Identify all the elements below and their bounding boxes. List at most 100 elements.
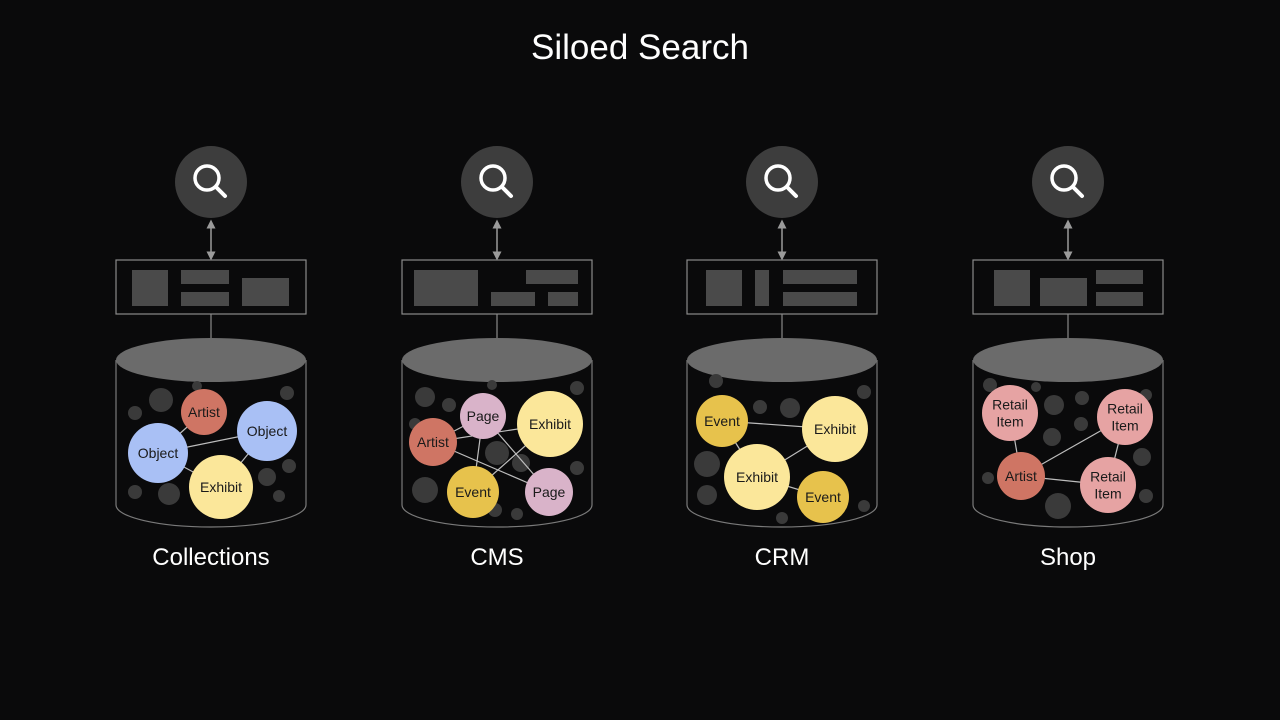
entity-node-label: Item: [1094, 486, 1121, 502]
entity-node-label: Event: [455, 484, 491, 500]
entity-node-circle: [409, 418, 457, 466]
entity-node-circle: [517, 391, 583, 457]
wireframe-block: [755, 270, 769, 306]
entity-node-artist: Artist: [997, 452, 1045, 500]
record-bubble: [1074, 417, 1088, 431]
entity-node-circle: [237, 401, 297, 461]
entity-node-label: Object: [247, 423, 288, 439]
entity-node-page: Page: [460, 393, 506, 439]
record-bubble: [273, 490, 285, 502]
entity-node-circle: [1080, 457, 1136, 513]
entity-node-artist: Artist: [181, 389, 227, 435]
wireframe-block: [783, 270, 857, 284]
wireframe-block: [783, 292, 857, 306]
results-wireframe: [972, 259, 1164, 315]
search-button[interactable]: [746, 146, 818, 218]
record-bubble: [512, 454, 530, 472]
wireframe-block: [994, 270, 1030, 306]
entity-node-circle: [460, 393, 506, 439]
entity-node-label: Exhibit: [200, 479, 242, 495]
record-bubble: [709, 374, 723, 388]
entity-node-page: Page: [525, 468, 573, 516]
results-wireframe: [401, 259, 593, 315]
search-icon: [479, 164, 513, 198]
entity-node-exhibit: Exhibit: [189, 455, 253, 519]
entity-node-circle: [189, 455, 253, 519]
entity-node-circle: [181, 389, 227, 435]
search-button[interactable]: [1032, 146, 1104, 218]
search-button-circle: [1032, 146, 1104, 218]
database-top: [973, 338, 1163, 382]
record-bubble: [442, 398, 456, 412]
wireframe-block: [491, 292, 535, 306]
entity-node-label: Artist: [188, 404, 220, 420]
wireframe-block: [181, 270, 229, 284]
entity-node-label: Item: [996, 414, 1023, 430]
wireframe-block: [414, 270, 478, 306]
record-bubble: [128, 485, 142, 499]
entity-node-label: Exhibit: [736, 469, 778, 485]
entity-node-label: Retail: [992, 397, 1028, 413]
record-bubble: [570, 381, 584, 395]
record-bubble: [149, 388, 173, 412]
silo-label: Collections: [152, 544, 269, 571]
search-button[interactable]: [175, 146, 247, 218]
slide-title: Siloed Search: [531, 28, 749, 67]
record-bubble: [282, 459, 296, 473]
wireframe-block: [181, 292, 229, 306]
record-bubble: [1045, 493, 1071, 519]
record-bubble: [485, 441, 509, 465]
entity-node-label: Event: [704, 413, 740, 429]
record-bubble: [1044, 395, 1064, 415]
entity-node-artist: Artist: [409, 418, 457, 466]
entity-node-label: Exhibit: [814, 421, 856, 437]
search-button-circle: [746, 146, 818, 218]
entity-node-object: Object: [128, 423, 188, 483]
silo-label: CMS: [470, 544, 523, 571]
record-bubble: [780, 398, 800, 418]
record-bubble: [280, 386, 294, 400]
silo-label: Shop: [1040, 544, 1096, 571]
entity-node-label: Retail: [1090, 469, 1126, 485]
entity-node-label: Page: [533, 484, 566, 500]
entity-node-event: Event: [696, 395, 748, 447]
record-bubble: [128, 406, 142, 420]
results-wireframe: [115, 259, 307, 315]
record-bubble: [697, 485, 717, 505]
wireframe-block: [242, 278, 289, 306]
record-bubble: [192, 381, 202, 391]
search-button[interactable]: [461, 146, 533, 218]
database-top: [402, 338, 592, 382]
entity-node-circle: [447, 466, 499, 518]
wireframe-block: [706, 270, 742, 306]
record-bubble: [694, 451, 720, 477]
database-top: [687, 338, 877, 382]
database-top: [116, 338, 306, 382]
search-button-circle: [461, 146, 533, 218]
entity-node-label: Artist: [1005, 468, 1037, 484]
entity-node-circle: [997, 452, 1045, 500]
entity-node-label: Exhibit: [529, 416, 571, 432]
record-bubble: [412, 477, 438, 503]
search-icon: [193, 164, 227, 198]
record-bubble: [1139, 489, 1153, 503]
entity-node-circle: [128, 423, 188, 483]
record-bubble: [570, 461, 584, 475]
wireframe-block: [132, 270, 168, 306]
record-bubble: [1075, 391, 1089, 405]
entity-node-circle: [802, 396, 868, 462]
entity-node-circle: [525, 468, 573, 516]
entity-node-circle: [982, 385, 1038, 441]
